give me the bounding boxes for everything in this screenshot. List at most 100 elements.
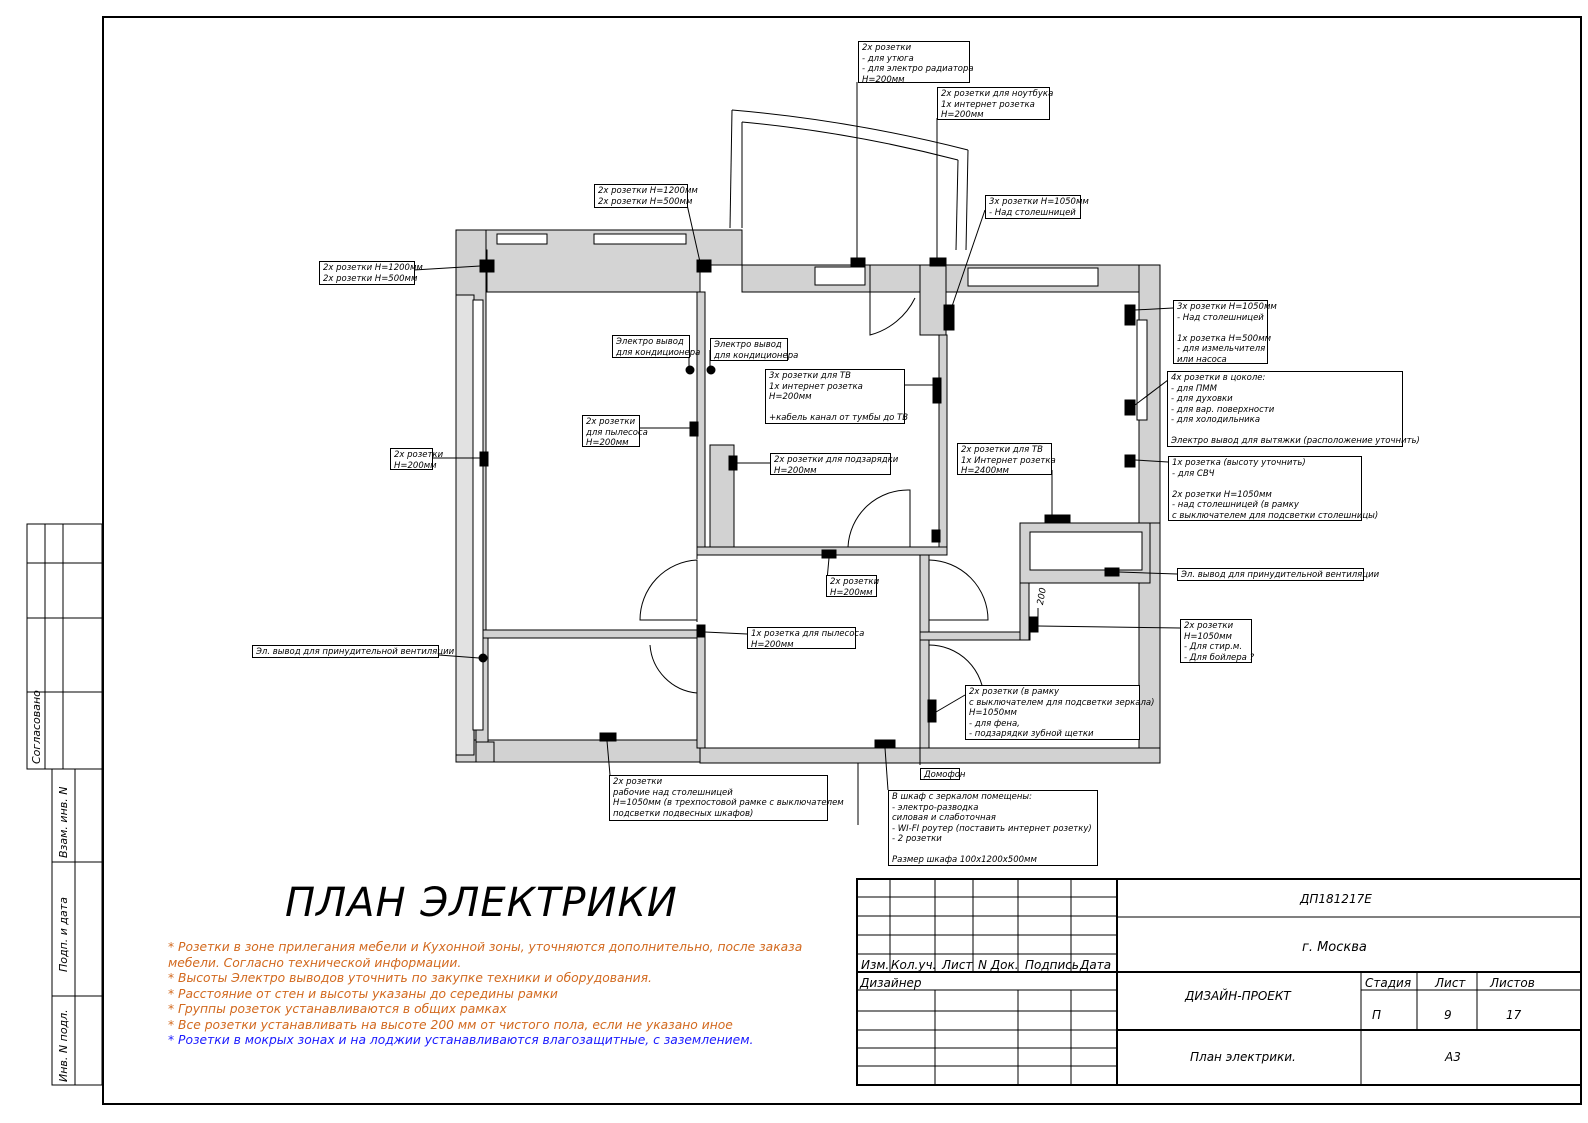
- stamp-inv-orig: Инв. N подл.: [57, 1009, 70, 1082]
- note-item: * Расстояние от стен и высоты указаны до…: [168, 986, 558, 1001]
- tb-header-list: Лист: [942, 958, 973, 972]
- callout-tv-2400: 2х розетки для ТВ 1х Интернет розетка H=…: [957, 443, 1056, 476]
- tb-sheets: 17: [1506, 1008, 1522, 1022]
- door-left-room: [639, 559, 698, 621]
- callout-countertop-3: 3х розетки H=1050мм - Над столешницей: [985, 195, 1089, 219]
- socket-18: [696, 624, 706, 638]
- socket-5: [943, 304, 955, 331]
- wall-bath2-top: [919, 631, 1031, 641]
- callout-intercom: Домофон: [920, 768, 965, 780]
- socket-1: [479, 259, 495, 273]
- socket-9: [689, 421, 699, 437]
- note-item: * Высоты Электро выводов уточнить по зак…: [168, 971, 652, 985]
- callout-vent-right: Эл. вывод для принудительной вентиляции: [1177, 568, 1379, 581]
- callout-sockets-h200-a: 2х розетки H=200мм: [390, 448, 443, 471]
- wall-bath-bottom: [475, 741, 495, 763]
- socket-10: [479, 451, 489, 467]
- tb-role: Дизайнер: [860, 976, 922, 990]
- stamp-inv-swap: Взам. инв. N: [57, 786, 70, 858]
- note-item: * Группы розеток устанавливаются в общих…: [168, 1002, 507, 1016]
- tb-code: ДП181217Е: [1300, 892, 1372, 906]
- window-3: [814, 266, 866, 286]
- callout-sockets-h1200-b: 2х розетки H=1200мм 2х розетки H=500мм: [319, 261, 423, 285]
- door-kitchen: [847, 489, 911, 548]
- door-hall-right: [928, 559, 989, 621]
- wall-mid-vert: [696, 291, 706, 548]
- tb-header-kolvo: Кол.уч.: [891, 958, 937, 972]
- callout-tv-sockets: 3х розетки для ТВ 1х интернет розетка H=…: [765, 369, 908, 424]
- socket-6: [1124, 304, 1136, 326]
- tb-sheet-label: Лист: [1435, 976, 1466, 990]
- loggia-inner: [741, 121, 959, 161]
- tb-header-date: Дата: [1080, 958, 1112, 972]
- callout-vacuum: 2х розетки для пылесоса H=200мм: [582, 415, 648, 448]
- tb-project: ДИЗАЙН-ПРОЕКТ: [1185, 989, 1291, 1003]
- socket-20: [599, 732, 617, 742]
- socket-13: [1044, 514, 1071, 524]
- tb-stage-label: Стадия: [1365, 976, 1412, 990]
- callout-mirror: 2х розетки (в рамку с выключателем для п…: [965, 685, 1154, 740]
- window-2: [593, 233, 687, 245]
- ac-outlet-2: [706, 365, 716, 375]
- tb-header-sign: Подпись: [1025, 958, 1079, 972]
- loggia-left: [729, 109, 733, 229]
- callout-kitchen-countertop: 3х розетки H=1050мм - Над столешницей 1х…: [1173, 300, 1277, 365]
- pillar-left: [455, 294, 475, 756]
- socket-11: [728, 455, 738, 471]
- wall-bath-right: [696, 629, 706, 749]
- ac-outlet-1: [685, 365, 695, 375]
- socket-21: [874, 739, 896, 749]
- notes-list: * Розетки в зоне прилегания мебели и Кух…: [168, 940, 848, 1049]
- callout-vacuum-2: 1х розетка для пылесоса H=200мм: [747, 627, 864, 650]
- socket-16: [1104, 567, 1120, 577]
- loggia-right-inner: [955, 159, 959, 251]
- note-item: * Все розетки устанавливать на высоте 20…: [168, 1017, 733, 1032]
- wall-bath-top: [475, 629, 699, 639]
- tb-sheet: 9: [1444, 1008, 1452, 1022]
- door-entrance: [797, 762, 859, 825]
- socket-19: [927, 699, 937, 723]
- stamp-agreed: Согласовано: [30, 690, 43, 764]
- wall-niche-side: [1019, 582, 1030, 641]
- tb-city: г. Москва: [1302, 940, 1367, 955]
- wall-bath2-left: [919, 554, 930, 749]
- socket-15: [821, 549, 837, 559]
- tb-drawing-name: План электрики.: [1190, 1050, 1296, 1064]
- socket-4: [929, 257, 947, 267]
- window-5: [1136, 319, 1148, 421]
- tb-header-izm: Изм.: [861, 958, 890, 972]
- window-4: [967, 267, 1099, 287]
- callout-charging: 2х розетки для подзарядки H=200мм: [770, 453, 898, 476]
- vent-outlet: [478, 653, 488, 663]
- callout-ac-1: Электро вывод для кондиционера: [612, 335, 700, 358]
- socket-7: [932, 377, 942, 404]
- window-6: [472, 299, 484, 731]
- socket-2: [696, 259, 712, 273]
- note-item: * Розетки в зоне прилегания мебели и Кух…: [168, 940, 803, 954]
- socket-14: [931, 529, 941, 543]
- window-1: [496, 233, 548, 245]
- socket-17: [1029, 616, 1039, 633]
- loggia-outer: [731, 109, 969, 151]
- callout-plinth-sockets: 4х розетки в цоколе: - для ПММ - для дух…: [1167, 371, 1420, 447]
- callout-sockets-h200-b: 2х розетки H=200мм: [826, 575, 879, 598]
- tb-format: А3: [1445, 1050, 1461, 1064]
- stamp-sign-date: Подп. и дата: [57, 897, 70, 972]
- callout-countertop-work: 2х розетки рабочие над столешницей H=105…: [609, 775, 844, 821]
- loggia-right: [965, 149, 969, 251]
- page-title: ПЛАН ЭЛЕКТРИКИ: [285, 880, 678, 926]
- tb-stage: П: [1372, 1008, 1382, 1022]
- wall-kitchen-mid: [938, 334, 948, 548]
- note-item: мебели. Согласно технической информации.: [168, 955, 462, 970]
- door-bath: [649, 644, 698, 694]
- wall-kitchen-left: [919, 264, 947, 336]
- drawing-frame: [102, 16, 1582, 1105]
- wall-bottom: [699, 747, 1161, 764]
- callout-laptop: 2х розетки для ноутбука 1х интернет розе…: [937, 87, 1053, 120]
- wall-niche-inner: [1029, 531, 1143, 571]
- note-item: * Розетки в мокрых зонах и на лоджии уст…: [168, 1033, 754, 1047]
- callout-cabinet: В шкаф с зеркалом помещены: - электро-ра…: [888, 790, 1098, 866]
- door-loggia: [869, 265, 916, 336]
- socket-12: [1124, 454, 1136, 468]
